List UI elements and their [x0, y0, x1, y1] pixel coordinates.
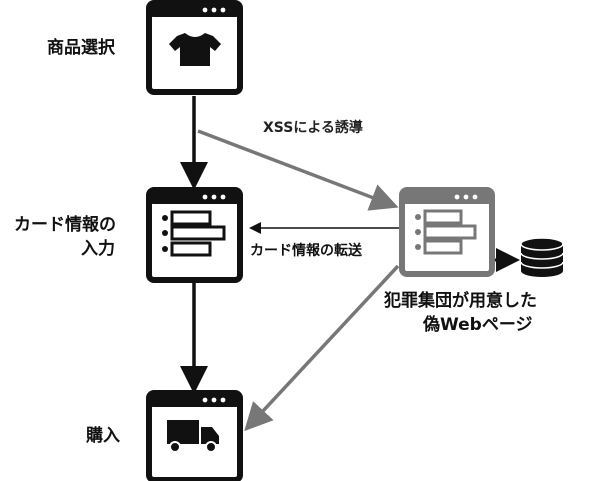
- label-card-input-line2: 入力: [81, 239, 115, 259]
- label-card-input-line1: カード情報の: [14, 215, 116, 235]
- label-xss: XSSによる誘導: [263, 120, 363, 136]
- label-purchase: 購入: [86, 426, 120, 446]
- window-fake-page: [399, 187, 495, 277]
- truck-icon: [167, 420, 219, 453]
- label-fake-page-line2: 偽Webページ: [423, 315, 533, 335]
- edge-xss: [197, 129, 399, 211]
- form-icon: [415, 209, 477, 255]
- label-fake-page-line1: 犯罪集団が用意した: [384, 291, 537, 311]
- t-shirt-icon: [169, 33, 221, 66]
- label-product-select: 商品選択: [47, 38, 115, 58]
- form-icon: [162, 210, 226, 257]
- window-product-select: [146, 0, 243, 95]
- edge-fake-to-purchase: [244, 264, 400, 432]
- window-card-input: [146, 187, 243, 283]
- database-icon: [520, 237, 564, 277]
- label-card-transfer: カード情報の転送: [250, 243, 362, 259]
- window-purchase: [146, 390, 243, 481]
